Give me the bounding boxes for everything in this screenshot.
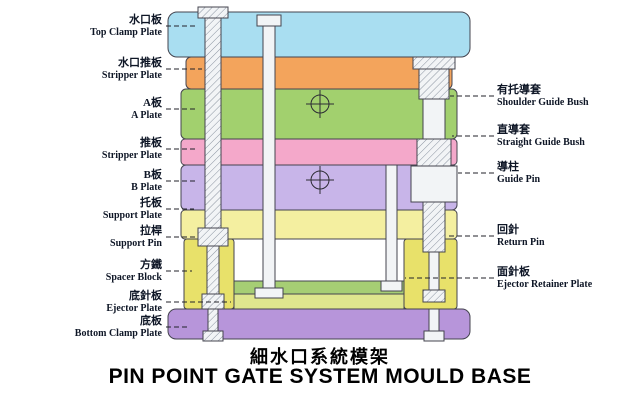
puller-pin-foot: [254, 287, 284, 299]
label-en: Straight Guide Bush: [497, 136, 585, 148]
guide-pin-block: [410, 165, 458, 203]
return-pin-head: [380, 280, 403, 292]
label-b-plate: B板 B Plate: [2, 169, 162, 194]
label-top-clamp-plate: 水口板 Top Clamp Plate: [2, 14, 162, 39]
label-zh: 底板: [140, 315, 162, 327]
support-pin-shaft: [204, 17, 222, 229]
label-ejector-retainer-plate: 面針板 Ejector Retainer Plate: [497, 266, 639, 291]
label-zh: 推板: [140, 137, 162, 149]
center-mark-a-plate: [306, 90, 334, 118]
shoulder-guide-bush-flange: [412, 56, 456, 70]
label-zh: 面針板: [497, 266, 530, 278]
stripper-plate-upper: [185, 56, 453, 90]
label-en: Stripper Plate: [101, 69, 162, 81]
title-chinese: 細水口系統模架: [250, 347, 390, 367]
stripper-plate-mid: [180, 138, 458, 166]
puller-pin-shaft: [262, 25, 276, 290]
leader-lines: [166, 25, 494, 328]
label-bottom-clamp-plate: 底板 Bottom Clamp Plate: [2, 315, 162, 340]
label-en: B Plate: [131, 181, 162, 193]
label-zh: 底針板: [129, 290, 162, 302]
support-pin-foot: [201, 293, 225, 310]
straight-guide-bush: [416, 138, 452, 167]
label-zh: 直導套: [497, 124, 530, 136]
return-pin-shaft: [385, 164, 398, 282]
shoulder-guide-bush-body: [418, 68, 450, 100]
label-straight-guide-bush: 直導套 Straight Guide Bush: [497, 124, 639, 149]
support-pin: [197, 6, 229, 342]
label-en: Support Plate: [102, 209, 162, 221]
bottom-clamp-plate: [167, 308, 471, 340]
label-guide-pin: 導柱 Guide Pin: [497, 161, 639, 186]
label-en: Bottom Clamp Plate: [74, 327, 162, 339]
label-zh: 托板: [140, 197, 162, 209]
guide-bolt-head: [422, 289, 446, 303]
support-pin-bolt-head: [202, 330, 224, 342]
label-en: Shoulder Guide Bush: [497, 96, 589, 108]
support-pin-cap: [197, 6, 229, 19]
label-a-plate: A板 A Plate: [2, 97, 162, 122]
guide-pin-upper-shaft: [422, 98, 446, 140]
label-stripper-plate-upper: 水口推板 Stripper Plate: [2, 57, 162, 82]
support-pin-bolt-stem: [207, 308, 219, 332]
puller-pin: [254, 14, 284, 299]
label-en: Support Pin: [110, 237, 162, 249]
label-shoulder-guide-bush: 有托導套 Shoulder Guide Bush: [497, 84, 639, 109]
label-ejector-plate: 底針板 Ejector Plate: [2, 290, 162, 315]
label-en: Top Clamp Plate: [90, 26, 162, 38]
label-en: Guide Pin: [497, 173, 541, 185]
label-zh: 回針: [497, 224, 519, 236]
guide-pin-lower-shaft: [422, 201, 446, 253]
guide-bolt-stem: [428, 251, 440, 291]
label-en: Ejector Plate: [106, 302, 162, 314]
label-en: Ejector Retainer Plate: [497, 278, 593, 290]
guide-pin-assembly: [410, 56, 458, 342]
label-stripper-plate: 推板 Stripper Plate: [2, 137, 162, 162]
label-en: A Plate: [131, 109, 162, 121]
label-support-plate: 托板 Support Plate: [2, 197, 162, 222]
puller-pin-head: [256, 14, 282, 27]
label-en: Spacer Block: [105, 271, 162, 283]
label-zh: 有托導套: [497, 84, 541, 96]
label-spacer-block: 方鐵 Spacer Block: [2, 259, 162, 284]
return-pin: [380, 164, 403, 292]
support-pin-collar: [197, 227, 229, 247]
bottom-bolt-head: [423, 330, 445, 342]
label-zh: B板: [143, 169, 162, 181]
title-english: PIN POINT GATE SYSTEM MOULD BASE: [108, 365, 532, 388]
label-zh: 水口推板: [118, 57, 162, 69]
label-support-pin: 拉桿 Support Pin: [2, 225, 162, 250]
support-pin-lower-shaft: [206, 245, 220, 295]
label-zh: A板: [143, 97, 162, 109]
a-plate: [180, 88, 458, 140]
label-return-pin: 回針 Return Pin: [497, 224, 639, 249]
label-en: Stripper Plate: [101, 149, 162, 161]
label-en: Return Pin: [497, 236, 545, 248]
label-zh: 拉桿: [140, 225, 162, 237]
label-zh: 水口板: [129, 14, 162, 26]
bottom-bolt-stem: [428, 308, 440, 332]
label-zh: 方鐵: [140, 259, 162, 271]
center-mark-b-plate: [306, 166, 334, 194]
label-zh: 導柱: [497, 161, 519, 173]
